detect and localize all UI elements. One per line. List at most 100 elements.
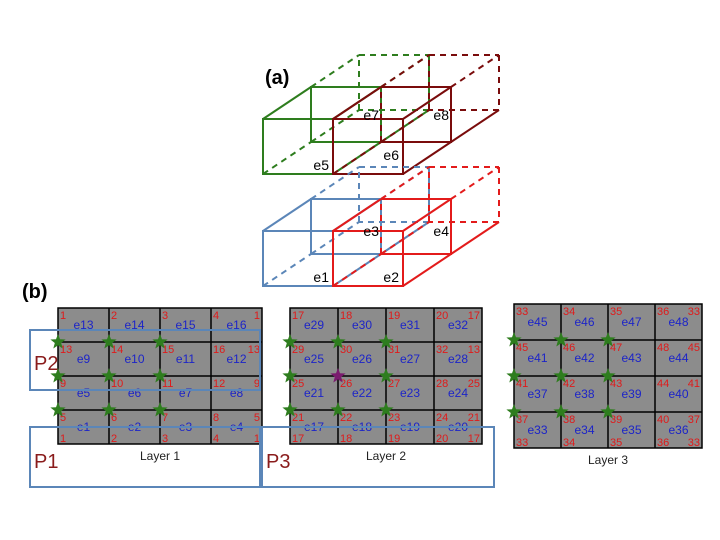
node-label: 36: [657, 437, 669, 449]
cube-label-e1: e1: [313, 269, 329, 285]
node-label: 12: [213, 378, 225, 390]
node-star: [152, 402, 168, 417]
node-star: [506, 332, 522, 347]
cube-label-e2: e2: [383, 269, 399, 285]
cube-label-e4: e4: [433, 223, 449, 239]
node-label: 14: [111, 344, 123, 356]
node-label: 37: [688, 414, 700, 426]
node-label: 35: [610, 306, 622, 318]
node-label: 46: [563, 342, 575, 354]
layer-caption: Layer 2: [366, 449, 406, 463]
node-label: 47: [610, 342, 622, 354]
node-label: 21: [292, 412, 304, 424]
node-label: 43: [610, 378, 622, 390]
node-label: 26: [340, 378, 352, 390]
node-label: 38: [563, 414, 575, 426]
partition-label-p2: P2: [34, 353, 58, 375]
node-label: 45: [688, 342, 700, 354]
cube-edge: [310, 109, 360, 143]
node-star: [282, 368, 298, 383]
node-label: 35: [610, 437, 622, 449]
node-label: 22: [340, 412, 352, 424]
node-star: [378, 368, 394, 383]
cube-e8: [380, 54, 500, 143]
node-label: 42: [563, 378, 575, 390]
panel-b-label: (b): [22, 281, 48, 303]
node-star: [378, 334, 394, 349]
cube-edge: [402, 198, 452, 232]
layer-caption: Layer 1: [140, 449, 180, 463]
element-label: e44: [668, 351, 688, 365]
node-label: 33: [516, 437, 528, 449]
element-label: e9: [77, 352, 91, 366]
node-label: 19: [388, 433, 400, 445]
panel-a-label: (a): [265, 67, 289, 89]
node-label: 10: [111, 378, 123, 390]
cube-edge: [450, 221, 500, 255]
node-label: 9: [60, 378, 66, 390]
node-star: [330, 402, 346, 417]
element-label: e45: [527, 315, 547, 329]
cube-e4: [380, 166, 500, 255]
node-label: 31: [388, 344, 400, 356]
element-label: e21: [304, 386, 324, 400]
node-label: 20: [436, 310, 448, 322]
node-label: 40: [657, 414, 669, 426]
node-label: 1: [254, 310, 260, 322]
element-label: e28: [448, 352, 468, 366]
node-star: [101, 334, 117, 349]
node-label: 11: [162, 378, 173, 390]
cube-e2: [332, 198, 452, 287]
cube-edge: [380, 166, 430, 200]
node-label: 8: [213, 412, 219, 424]
cube-label-e6: e6: [383, 147, 399, 163]
element-label: e33: [527, 423, 547, 437]
element-label: e37: [527, 387, 547, 401]
cube-e6: [332, 86, 452, 175]
element-label: e46: [574, 315, 594, 329]
node-star: [553, 368, 569, 383]
element-label: e13: [73, 318, 93, 332]
node-label: 16: [213, 344, 225, 356]
cube-edge: [310, 166, 360, 200]
node-label: 1: [60, 310, 66, 322]
element-label: e38: [574, 387, 594, 401]
cube-edge: [402, 86, 452, 120]
element-label: e12: [226, 352, 246, 366]
node-star: [506, 404, 522, 419]
element-label: e41: [527, 351, 547, 365]
node-label: 45: [516, 342, 528, 354]
element-label: e34: [574, 423, 594, 437]
node-star: [152, 368, 168, 383]
node-label: 25: [468, 378, 480, 390]
cube-edge: [450, 166, 500, 200]
element-label: e35: [621, 423, 641, 437]
element-label: e15: [175, 318, 195, 332]
cube-edge: [262, 86, 312, 120]
node-label: 24: [436, 412, 448, 424]
node-label: 21: [468, 412, 480, 424]
node-label: 18: [340, 310, 352, 322]
cube-edge: [262, 253, 312, 287]
element-label: e36: [668, 423, 688, 437]
node-label: 27: [388, 378, 400, 390]
cube-front: [332, 118, 404, 175]
cube-edge: [262, 141, 312, 175]
cube-edge: [332, 253, 382, 287]
node-label: 4: [213, 433, 219, 445]
element-label: e30: [352, 318, 372, 332]
element-label: e16: [226, 318, 246, 332]
node-label: 30: [340, 344, 352, 356]
node-label: 17: [468, 310, 480, 322]
cube-label-e5: e5: [313, 157, 329, 173]
partition-box-p3: [261, 426, 495, 488]
node-label: 33: [516, 306, 528, 318]
node-label: 17: [292, 433, 304, 445]
node-label: 29: [292, 344, 304, 356]
element-label: e42: [574, 351, 594, 365]
node-label: 41: [516, 378, 528, 390]
node-label: 3: [162, 433, 168, 445]
node-label: 13: [60, 344, 72, 356]
